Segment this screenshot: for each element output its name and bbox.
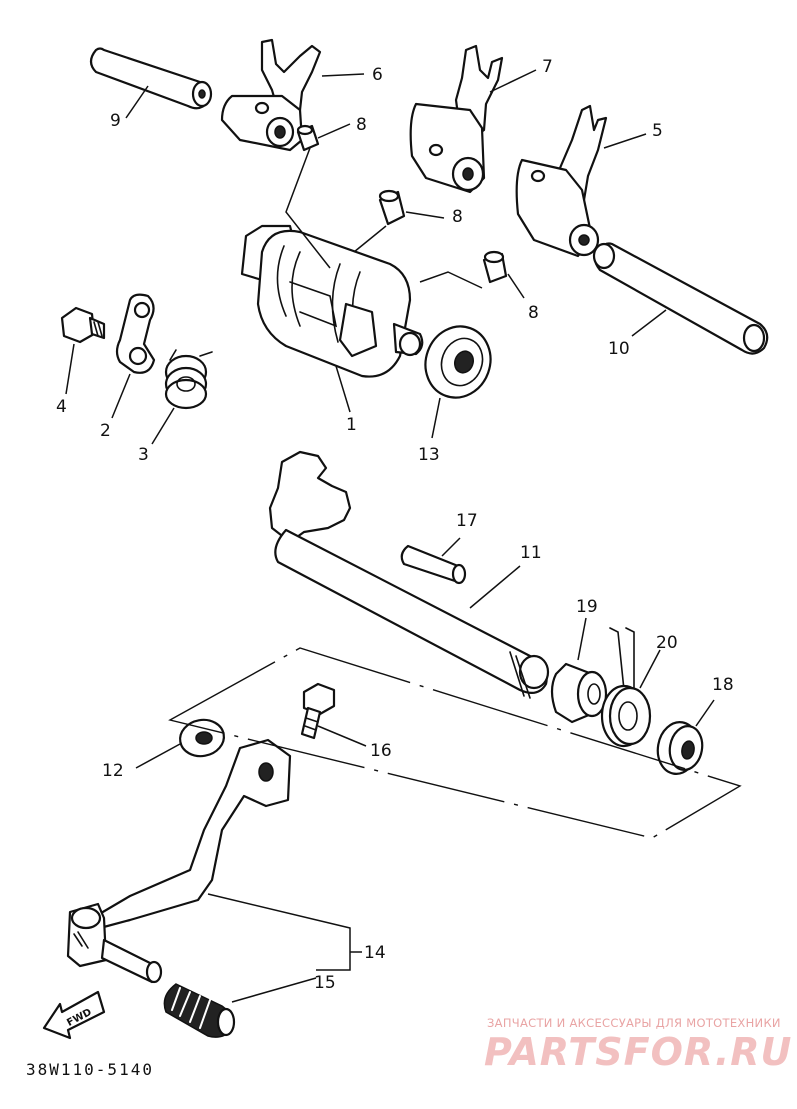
diagram-code: 38W110-5140 [26,1060,154,1079]
callout-18: 18 [712,675,734,695]
callout-8-c: 8 [528,303,539,323]
callout-11: 11 [520,543,542,563]
part-11-shift-shaft [268,450,550,699]
part-8-pin-a [296,124,320,152]
part-19-collar [550,662,608,724]
part-16-bolt [300,682,336,740]
part-18-oil-seal [656,721,704,775]
part-13-bearing [424,325,492,399]
part-5-shift-fork [515,104,608,258]
part-9-guide-bar [89,47,213,110]
part-12-washer [179,718,225,758]
fwd-arrow-icon: FWD [42,990,106,1040]
watermark-logo: PARTSFOR.RU [484,1030,793,1074]
part-3-spring [164,349,213,410]
callout-16: 16 [370,741,392,761]
part-20-torsion-spring [600,627,652,748]
callout-9: 9 [110,111,121,131]
part-17-dowel-pin [400,544,467,585]
callout-20: 20 [656,633,678,653]
part-6-shift-fork [220,38,322,152]
callout-13: 13 [418,445,440,465]
part-15-pedal-rubber [163,983,236,1038]
callout-14: 14 [364,943,386,963]
part-1-shift-drum [240,224,424,378]
leader-lines [65,69,715,1003]
part-14-shift-pedal [66,738,292,984]
callout-3: 3 [138,445,149,465]
callout-8-b: 8 [452,207,463,227]
part-8-pin-b [378,189,406,226]
callout-15: 15 [314,973,336,993]
watermark-caption: ЗАПЧАСТИ И АКСЕССУАРЫ ДЛЯ МОТОТЕХНИКИ [487,1016,781,1030]
callout-10: 10 [608,339,630,359]
part-10-guide-bar [592,242,769,355]
callout-6: 6 [372,65,383,85]
part-2-stopper-lever [115,293,156,374]
callout-8-a: 8 [356,115,367,135]
part-4-bolt [60,306,106,344]
callout-2: 2 [100,421,111,441]
callout-1: 1 [346,415,357,435]
callout-17: 17 [456,511,478,531]
callout-numbers: 6 8 7 5 8 8 9 10 4 2 3 1 13 17 11 19 20 … [56,57,734,993]
part-7-shift-fork [409,44,504,194]
assembly-outline [168,647,742,839]
callout-19: 19 [576,597,598,617]
callout-5: 5 [652,121,663,141]
callout-4: 4 [56,397,67,417]
part-8-pin-c [482,250,508,284]
callout-7: 7 [542,57,553,77]
callout-12: 12 [102,761,124,781]
